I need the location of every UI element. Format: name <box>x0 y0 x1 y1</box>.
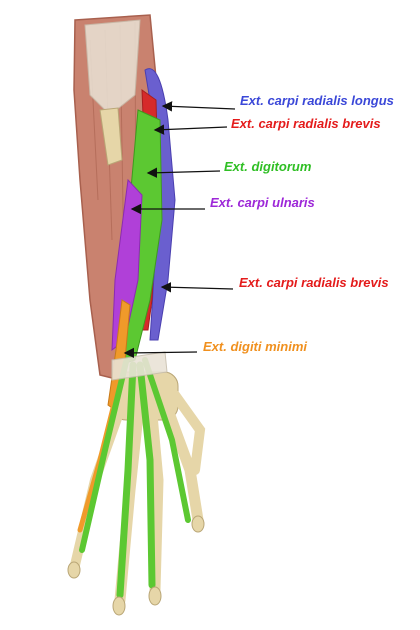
extensor-retinaculum <box>111 351 168 381</box>
thumb-bone <box>170 390 206 475</box>
arrow-ext-carpi-radialis-longus <box>161 101 236 112</box>
elbow-tendon-cap <box>84 19 141 116</box>
label-ext-carpi-radialis-brevis-lower: Ext. carpi radialis brevis <box>239 275 389 290</box>
label-ext-digiti-minimi: Ext. digiti minimi <box>203 339 308 354</box>
fingertip-index <box>191 515 205 533</box>
olecranon <box>99 107 123 166</box>
finger-bone-middle <box>146 409 164 596</box>
tendon-ring <box>116 361 137 599</box>
arrow-ext-digiti-minimi <box>123 347 198 359</box>
arrow-ext-carpi-radialis-brevis-lower <box>160 282 234 293</box>
label-ext-digitorum: Ext. digitorum <box>224 159 312 174</box>
label-ext-carpi-radialis-longus: Ext. carpi radialis longus <box>240 93 394 108</box>
tendon-middle <box>136 361 156 589</box>
label-ext-carpi-radialis-brevis-upper: Ext. carpi radialis brevis <box>231 116 381 131</box>
arrow-ext-digitorum <box>146 167 221 178</box>
tendon-little <box>79 359 129 553</box>
label-ext-carpi-ulnaris: Ext. carpi ulnaris <box>210 195 315 210</box>
fingertip-ring <box>112 596 126 616</box>
leader-arrows <box>123 101 236 359</box>
arrow-ext-carpi-radialis-brevis-upper <box>153 124 228 135</box>
fingertip-little <box>67 561 81 579</box>
tendon-index <box>142 357 191 523</box>
fingertips <box>67 515 205 616</box>
fingertip-middle <box>148 586 162 606</box>
ext-digitorum-tendons <box>79 351 191 599</box>
